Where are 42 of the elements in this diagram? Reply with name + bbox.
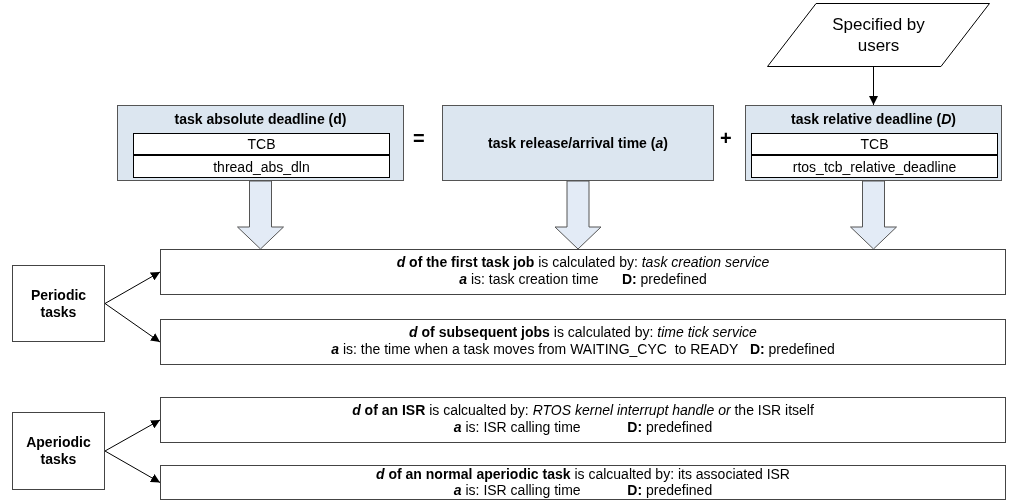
box-text: a is: the time when a task moves from WAITING_CYC to READY D: predefined bbox=[330, 341, 836, 358]
box-text: task release/arrival time (a) bbox=[488, 134, 668, 152]
box-heading: task relative deadline (D) bbox=[790, 110, 957, 128]
table-cell bbox=[751, 155, 998, 178]
table-cell bbox=[133, 133, 390, 155]
box-text: d of subsequent jobs is calculated by: time tick service bbox=[408, 324, 758, 341]
box-text: rtos_tcb_relative_deadline bbox=[792, 158, 957, 175]
block-arrow bbox=[554, 180, 602, 250]
table-cell bbox=[133, 155, 390, 178]
box-text: a is: task creation time D: predefined bbox=[458, 271, 708, 288]
box-text: Aperiodic tasks bbox=[25, 434, 92, 468]
box-text: thread_abs_dln bbox=[213, 158, 310, 175]
table-cell bbox=[751, 133, 998, 155]
box-text: Specified by users bbox=[831, 14, 926, 56]
field-box bbox=[745, 105, 1002, 181]
arrow bbox=[104, 271, 161, 304]
arrow bbox=[869, 66, 878, 106]
description-box bbox=[160, 465, 1006, 500]
description-box bbox=[160, 319, 1006, 365]
box-text: TCB bbox=[860, 136, 889, 152]
box-text: d of an normal aperiodic task is calcualted by: its associated ISR bbox=[375, 466, 791, 482]
description-box bbox=[160, 249, 1006, 295]
block-arrow bbox=[237, 180, 284, 250]
category-box bbox=[12, 412, 105, 490]
box-heading: task absolute deadline (d) bbox=[173, 110, 348, 128]
box-text: Periodic tasks bbox=[29, 286, 88, 321]
arrow bbox=[104, 450, 161, 483]
operator-symbol: = bbox=[413, 130, 425, 147]
description-box bbox=[160, 397, 1006, 443]
category-box bbox=[12, 265, 105, 342]
block-arrow bbox=[850, 180, 897, 250]
box-text: a is: ISR calling time D: predefined bbox=[452, 419, 714, 436]
field-box bbox=[117, 105, 404, 181]
box-text: d of the first task job is calculated by: task creation service bbox=[395, 254, 771, 271]
input-parallelogram bbox=[767, 3, 990, 67]
arrow bbox=[104, 419, 161, 452]
field-box bbox=[442, 105, 714, 181]
operator-symbol: + bbox=[720, 130, 732, 147]
box-text: TCB bbox=[247, 136, 276, 152]
arrow bbox=[104, 303, 161, 343]
box-text: a is: ISR calling time D: predefined bbox=[452, 482, 714, 498]
box-text: d of an ISR is calcualted by: RTOS kernel interrupt handle or the ISR itself bbox=[351, 402, 815, 419]
